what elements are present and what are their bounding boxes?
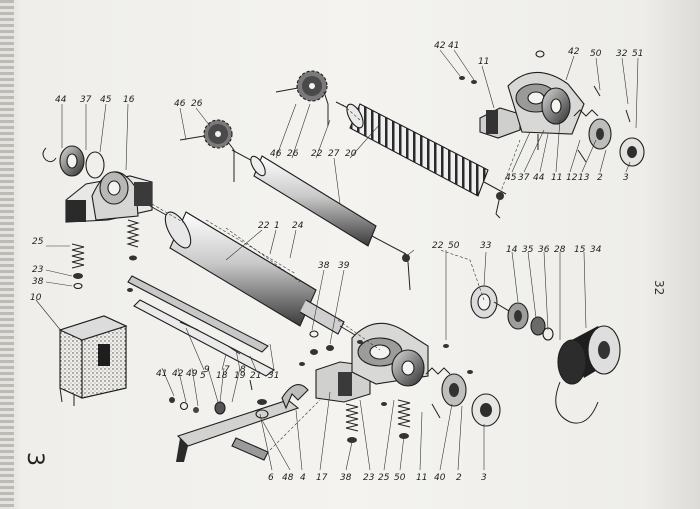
pins-22 xyxy=(402,192,504,291)
callout-34: 34 xyxy=(590,245,602,255)
callout-16: 16 xyxy=(123,95,135,105)
page-number: 32 xyxy=(652,280,666,295)
callout-23: 23 xyxy=(363,473,375,483)
callout-50: 50 xyxy=(394,473,406,483)
callout-25: 25 xyxy=(32,237,44,247)
callout-27: 27 xyxy=(328,149,340,159)
callout-labels: 44 37 45 16 46 26 46 26 22 27 20 42 41 1… xyxy=(30,41,643,483)
callout-33: 33 xyxy=(480,241,492,251)
callout-44: 44 xyxy=(533,173,545,183)
spring-set-left xyxy=(71,219,140,290)
cover-plate-10 xyxy=(58,315,128,406)
callout-42: 42 xyxy=(172,369,184,379)
callout-42: 42 xyxy=(568,47,580,57)
callout-46: 46 xyxy=(270,149,282,159)
callout-14: 14 xyxy=(506,245,518,255)
bearing-stack-right xyxy=(470,285,554,341)
fluted-roller-20 xyxy=(335,101,507,219)
spiral-binding xyxy=(0,0,14,509)
callout-41: 41 xyxy=(156,369,167,379)
callout-19: 19 xyxy=(234,371,246,381)
callout-35: 35 xyxy=(522,245,534,255)
gear-26-left xyxy=(179,119,235,182)
callout-45: 45 xyxy=(100,95,112,105)
callout-25: 25 xyxy=(378,473,390,483)
callout-9: 9 xyxy=(204,365,210,375)
callout-37: 37 xyxy=(80,95,92,105)
callout-22: 22 xyxy=(432,241,444,251)
callout-13: 13 xyxy=(578,173,590,183)
callout-22: 22 xyxy=(311,149,323,159)
callout-26: 26 xyxy=(191,99,203,109)
callout-44: 44 xyxy=(55,95,67,105)
corner-mark: 3 xyxy=(22,452,47,466)
callout-42: 42 xyxy=(434,41,446,51)
callout-6: 6 xyxy=(268,473,274,483)
callout-4: 4 xyxy=(300,473,306,483)
callout-26: 26 xyxy=(287,149,299,159)
callout-8: 8 xyxy=(240,365,246,375)
callout-18: 18 xyxy=(216,371,228,381)
small-fasteners xyxy=(127,288,473,391)
bearing-block-assembly-left xyxy=(42,145,153,223)
gear-26-top xyxy=(275,70,329,126)
callout-28: 28 xyxy=(554,245,566,255)
callout-11: 11 xyxy=(551,173,562,183)
callout-31: 31 xyxy=(268,371,279,381)
callout-15: 15 xyxy=(574,245,586,255)
callout-20: 20 xyxy=(345,149,357,159)
callout-51: 51 xyxy=(632,49,643,59)
callout-2: 2 xyxy=(597,173,603,183)
callout-11: 11 xyxy=(478,57,489,67)
callout-5: 5 xyxy=(200,371,206,381)
callout-23: 23 xyxy=(32,265,44,275)
callout-17: 17 xyxy=(316,473,328,483)
leader-lines xyxy=(35,49,639,471)
callout-2: 2 xyxy=(456,473,462,483)
callout-37: 37 xyxy=(518,173,530,183)
callout-40: 40 xyxy=(434,473,446,483)
belt-pulley-15 xyxy=(555,325,621,424)
callout-22: 22 xyxy=(258,221,270,231)
callout-1: 1 xyxy=(274,221,280,231)
callout-11: 11 xyxy=(416,473,427,483)
assembly-lines xyxy=(151,103,521,451)
guide-rail xyxy=(127,275,276,377)
callout-12: 12 xyxy=(566,173,578,183)
callout-7: 7 xyxy=(224,365,230,375)
callout-38: 38 xyxy=(318,261,330,271)
callout-50: 50 xyxy=(590,49,602,59)
callout-38: 38 xyxy=(32,277,44,287)
callout-41: 41 xyxy=(448,41,459,51)
callout-46: 46 xyxy=(174,99,186,109)
roller-27 xyxy=(231,149,407,255)
callout-39: 39 xyxy=(338,261,350,271)
callout-50: 50 xyxy=(448,241,460,251)
callout-3: 3 xyxy=(623,173,629,183)
callout-38: 38 xyxy=(340,473,352,483)
bearing-housing-center xyxy=(351,322,501,427)
lever-assembly xyxy=(169,384,309,462)
callout-10: 10 xyxy=(30,293,42,303)
main-roller-1 xyxy=(149,205,361,339)
callout-24: 24 xyxy=(292,221,304,231)
callout-32: 32 xyxy=(616,49,628,59)
callout-48: 48 xyxy=(282,473,294,483)
callout-3: 3 xyxy=(481,473,487,483)
callout-49: 49 xyxy=(186,369,198,379)
callout-45: 45 xyxy=(505,173,517,183)
callout-21: 21 xyxy=(250,371,261,381)
bearing-housing-upper-right xyxy=(459,50,645,167)
callout-36: 36 xyxy=(538,245,550,255)
